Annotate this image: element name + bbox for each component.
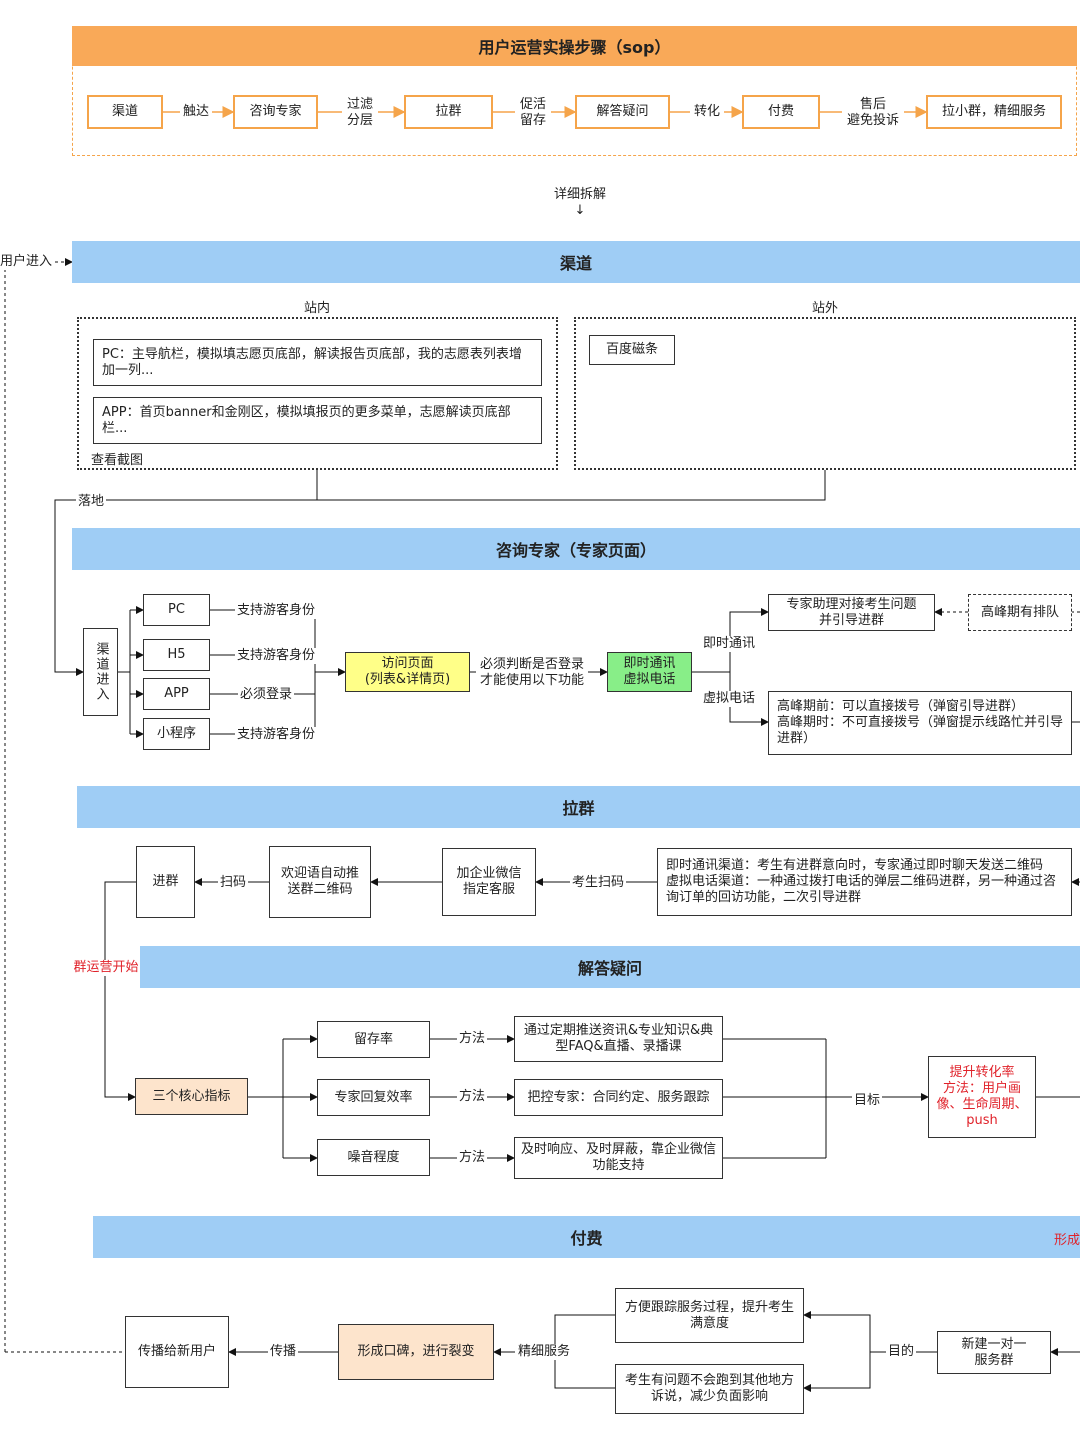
method-retention: 通过定期推送资讯&专业知识&典型FAQ&直播、录播课	[514, 1016, 723, 1062]
inside-group	[77, 317, 558, 470]
purpose-box-2: 考生有问题不会跑到其他地方诉说，减少负面影响	[615, 1364, 804, 1414]
identity-label: 支持游客身份	[235, 603, 317, 619]
channel-title: 渠道	[559, 254, 592, 273]
word-of-mouth-box: 形成口碑，进行裂变	[338, 1324, 494, 1380]
sop-step-fine-service[interactable]: 拉小群，精细服务	[926, 95, 1062, 129]
goal-box: 提升转化率 方法：用户画像、生命周期、push	[928, 1056, 1036, 1138]
purpose-label: 目的	[886, 1344, 916, 1360]
answer-band: 解答疑问	[140, 946, 1080, 988]
im-label: 即时通讯	[701, 636, 757, 652]
wechat-box: 加企业微信 指定客服	[442, 848, 536, 916]
pay-title: 付费	[570, 1229, 603, 1248]
method-label: 方法	[457, 1089, 487, 1105]
sop-title-band: 用户运营实操步骤（sop）	[72, 26, 1077, 66]
method-label: 方法	[457, 1150, 487, 1166]
method-reply: 把控专家：合同约定、服务跟踪	[514, 1079, 723, 1116]
sop-title: 用户运营实操步骤（sop）	[478, 38, 671, 57]
sop-arrow-label: 促活 留存	[515, 97, 551, 129]
sop-arrow-label: 过滤 分层	[342, 97, 378, 129]
method-noise: 及时响应、及时屏蔽，靠企业微信功能支持	[514, 1137, 723, 1179]
outside-group	[574, 317, 1076, 470]
group-channels-box: 即时通讯渠道：考生有进群意向时，专家通过即时聊天发送二维码 虚拟电话渠道：一种通…	[657, 848, 1072, 916]
peak-queue-box: 高峰期有排队	[968, 594, 1072, 631]
login-check-label: 必须判断是否登录 才能使用以下功能	[476, 657, 588, 689]
pay-side-text: 形成	[1054, 1233, 1080, 1248]
join-group-box: 进群	[136, 846, 195, 918]
sop-step-expert[interactable]: 咨询专家	[233, 95, 318, 129]
visit-page-box: 访问页面 (列表&详情页)	[345, 652, 470, 692]
app-entry-text: APP：首页banner和金刚区，模拟填报页的更多菜单，志愿解读页底部栏...	[93, 397, 542, 444]
sop-step-channel[interactable]: 渠道	[87, 95, 163, 129]
expert-title: 咨询专家（专家页面）	[495, 541, 656, 560]
sop-step-answer[interactable]: 解答疑问	[575, 95, 670, 129]
inside-label: 站内	[303, 301, 330, 316]
baidu-box: 百度磁条	[589, 335, 675, 365]
group-title: 拉群	[562, 799, 595, 818]
landing-label: 落地	[76, 494, 106, 510]
identity-label: 必须登录	[238, 687, 294, 703]
new-group-box: 新建一对一 服务群	[937, 1331, 1051, 1374]
platform-pc: PC	[143, 594, 210, 626]
channel-entry-text: 渠道进入	[93, 642, 109, 702]
student-scan-label: 考生扫码	[570, 875, 626, 891]
fine-service-label: 精细服务	[515, 1344, 573, 1360]
sop-arrow-label: 售后 避免投诉	[842, 97, 904, 129]
scan-label: 扫码	[218, 875, 248, 891]
expert-band: 咨询专家（专家页面）	[72, 528, 1080, 570]
group-band: 拉群	[77, 786, 1080, 828]
channel-band: 渠道	[72, 241, 1080, 283]
pay-band: 付费	[93, 1216, 1080, 1258]
platform-app: APP	[143, 678, 210, 710]
assistant-box: 专家助理对接考生问题 并引导进群	[768, 594, 935, 631]
detail-breakdown-label: 详细拆解 ↓	[548, 187, 612, 219]
core-metrics-box: 三个核心指标	[135, 1078, 248, 1115]
identity-label: 支持游客身份	[235, 727, 317, 743]
sop-step-group[interactable]: 拉群	[404, 95, 493, 129]
welcome-box: 欢迎语自动推 送群二维码	[269, 846, 371, 918]
answer-title: 解答疑问	[577, 959, 642, 978]
pc-entry-text: PC：主导航栏，模拟填志愿页底部，解读报告页底部，我的志愿表列表增加一列...	[93, 339, 542, 386]
method-label: 方法	[457, 1031, 487, 1047]
platform-h5: H5	[143, 639, 210, 671]
spread-new-user-box: 传播给新用户	[125, 1316, 229, 1388]
goal-label: 目标	[852, 1093, 882, 1109]
channel-entry-box: 渠道进入	[83, 628, 118, 716]
sop-step-pay[interactable]: 付费	[742, 95, 820, 129]
sop-arrow-label: 转化	[690, 104, 724, 120]
purpose-box-1: 方便跟踪服务过程，提升考生满意度	[615, 1288, 804, 1343]
spread-label: 传播	[268, 1344, 298, 1360]
peak-time-box: 高峰期前：可以直接拨号（弹窗引导进群） 高峰期时：不可直接拨号（弹窗提示线路忙并…	[768, 691, 1072, 755]
sop-arrow-label: 触达	[180, 104, 212, 120]
metric-reply-efficiency: 专家回复效率	[317, 1079, 430, 1116]
platform-miniprogram: 小程序	[143, 718, 210, 750]
metric-noise: 噪音程度	[317, 1139, 430, 1176]
phone-label: 虚拟电话	[701, 691, 757, 707]
view-screenshot-link[interactable]: 查看截图	[91, 453, 144, 468]
im-phone-box: 即时通讯 虚拟电话	[607, 652, 692, 692]
ops-start-label: 群运营开始	[72, 960, 140, 976]
identity-label: 支持游客身份	[235, 648, 317, 664]
metric-retention: 留存率	[317, 1021, 430, 1058]
user-enter-label: 用户进入	[0, 254, 54, 270]
outside-label: 站外	[811, 301, 838, 316]
